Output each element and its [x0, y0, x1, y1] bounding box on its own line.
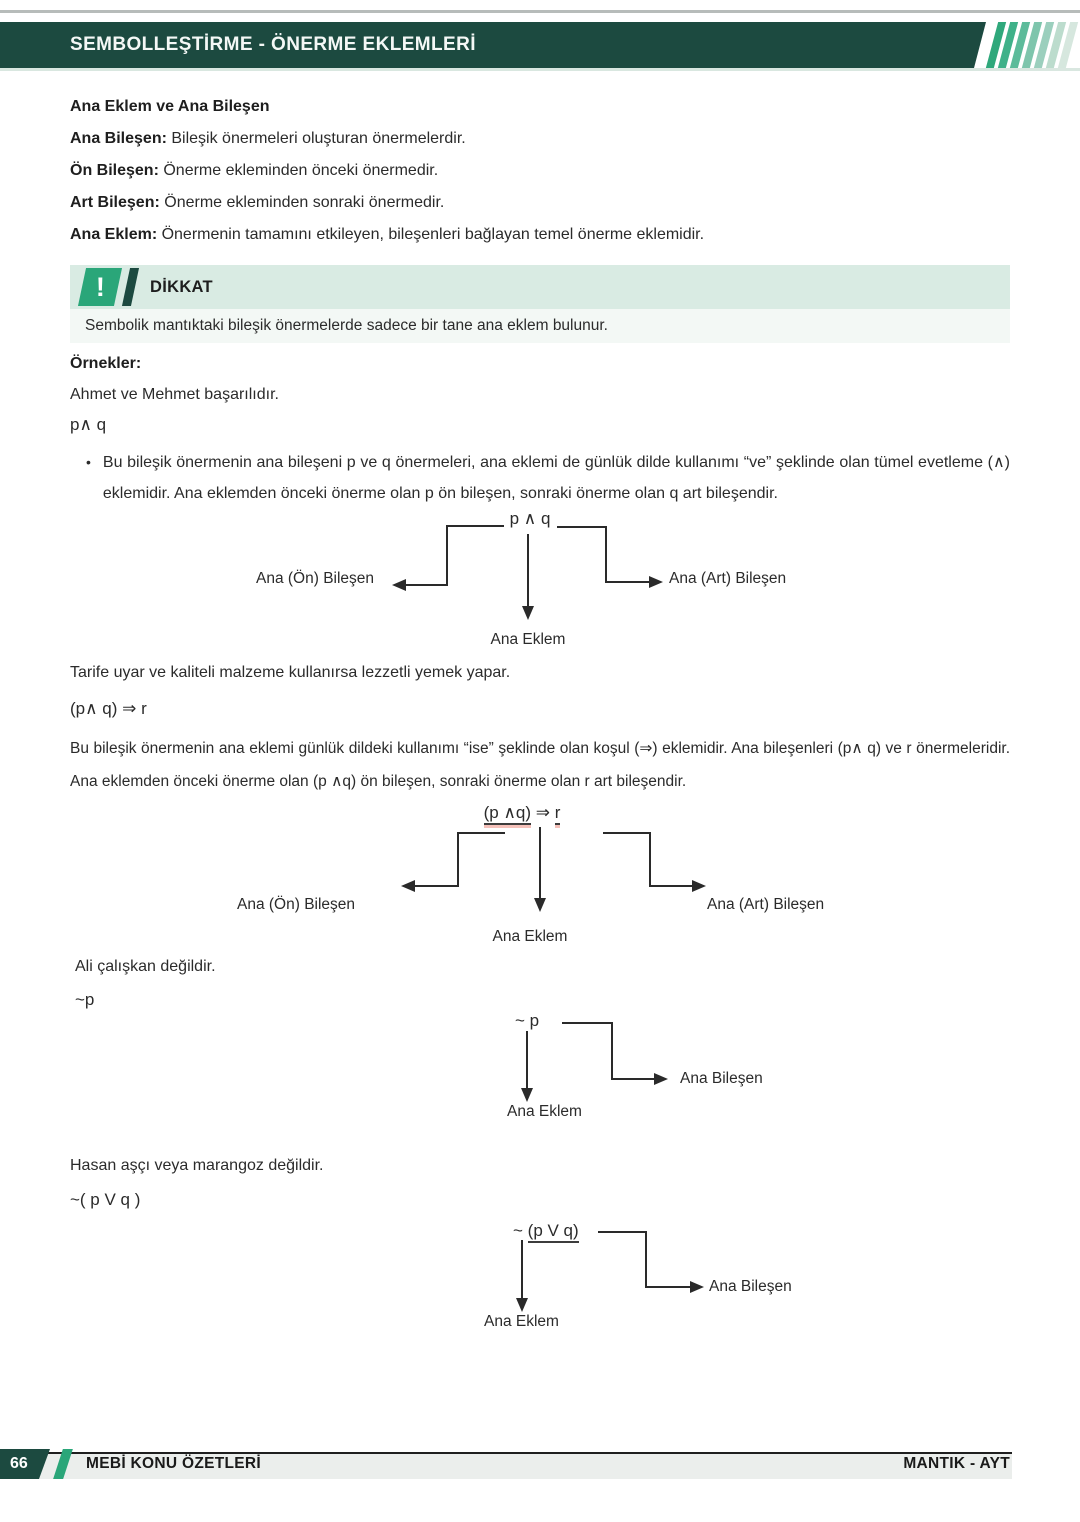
connector-line: [446, 525, 448, 585]
footer-band: [0, 1452, 1012, 1479]
definition-term: Ana Eklem:: [70, 226, 158, 243]
footer-series-title: MEBİ KONU ÖZETLERİ: [86, 1455, 262, 1472]
definition-term: Ön Bileşen:: [70, 162, 159, 179]
diagram1-left-label: Ana (Ön) Bileşen: [256, 570, 375, 587]
footer-subject: MANTIK - AYT: [903, 1455, 1010, 1472]
diagram4-formula: ~ (p V q): [513, 1221, 579, 1243]
connector-line: [605, 526, 607, 582]
example3-formula: ~p: [75, 990, 95, 1009]
arrowhead-right-icon: [654, 1073, 668, 1085]
attention-note-text: Sembolik mantıktaki bileşik önermelerde …: [85, 317, 608, 334]
arrowhead-down-icon: [516, 1298, 528, 1312]
bullet-marker: •: [86, 454, 91, 470]
connector-line: [557, 526, 607, 528]
page-number: 66: [10, 1455, 28, 1472]
header-stripes: [985, 22, 1079, 68]
definition-art-bilesen: Art Bileşen: Önerme ekleminden sonraki ö…: [70, 193, 1010, 213]
diagram1-right-label: Ana (Art) Bileşen: [669, 570, 787, 587]
arrowhead-right-icon: [690, 1281, 704, 1293]
connector-line: [457, 832, 505, 834]
top-rule: [0, 10, 1080, 13]
connector-line: [598, 1231, 647, 1233]
example3-sentence: Ali çalışkan değildir.: [75, 958, 216, 975]
diagram2-formula-antecedent: (p ∧q): [483, 803, 532, 825]
example2-formula: (p∧ q) ⇒ r: [70, 699, 147, 718]
example1-note-text: Bu bileşik önermenin ana bileşeni p ve q…: [102, 454, 1010, 502]
example2-note: Bu bileşik önermenin ana eklemi günlük d…: [70, 740, 1010, 790]
implies-symbol: ⇒: [531, 803, 555, 822]
arrowhead-right-icon: [692, 880, 706, 892]
arrowhead-left-icon: [401, 880, 415, 892]
connector-line: [611, 1078, 655, 1080]
connector-line: [457, 832, 459, 887]
diagram1-formula: p ∧ q: [509, 509, 551, 528]
section-heading: Ana Eklem ve Ana Bileşen: [70, 98, 270, 115]
diagram4-right-label: Ana Bileşen: [709, 1278, 792, 1295]
diagram2-left-label: Ana (Ön) Bileşen: [237, 896, 356, 913]
connector-line: [611, 1022, 613, 1080]
connector-line: [605, 581, 649, 583]
definition-text: Bileşik önermeleri oluşturan önermelerdi…: [166, 130, 466, 147]
example2-sentence: Tarife uyar ve kaliteli malzeme kullanır…: [70, 664, 511, 681]
connector-line: [527, 534, 529, 607]
example1-formula: p∧ q: [70, 415, 107, 434]
connector-line: [603, 832, 651, 834]
diagram1-bottom-label: Ana Eklem: [490, 631, 566, 648]
diagram-negated-disjunction: ~ (p V q) Ana Bileşen Ana Eklem: [0, 1215, 1080, 1340]
definition-text: Önermenin tamamını etkileyen, bileşenler…: [157, 226, 705, 243]
connector-line: [645, 1286, 691, 1288]
diagram2-right-label: Ana (Art) Bileşen: [707, 896, 825, 913]
diagram3-right-label: Ana Bileşen: [680, 1070, 763, 1087]
connector-line: [649, 885, 693, 887]
diagram2-bottom-label: Ana Eklem: [492, 928, 568, 945]
connector-line: [404, 584, 448, 586]
diagram4-bottom-label: Ana Eklem: [484, 1313, 559, 1330]
attention-box: ! DİKKAT Sembolik mantıktaki bileşik öne…: [70, 265, 1010, 343]
arrowhead-down-icon: [534, 898, 546, 912]
diagram3-formula: ~ p: [515, 1011, 540, 1030]
diagram-conditional: (p ∧q) ⇒ r Ana (Ön) Bileşen Ana (Art) Bi…: [0, 795, 1080, 955]
attention-box-header: ! DİKKAT: [70, 265, 1010, 309]
definition-term: Ana Bileşen:: [70, 130, 167, 147]
attention-note-band: Sembolik mantıktaki bileşik önermelerde …: [70, 309, 1010, 343]
connector-line: [649, 832, 651, 887]
definition-text: Önerme ekleminden sonraki önermedir.: [159, 194, 445, 211]
definition-text: Önerme ekleminden önceki önermedir.: [158, 162, 439, 179]
arrowhead-down-icon: [521, 1088, 533, 1102]
example1-note: • Bu bileşik önermenin ana bileşeni p ve…: [86, 447, 1010, 509]
attention-slash-decoration: [121, 268, 140, 306]
examples-heading: Örnekler:: [70, 355, 142, 372]
exclamation-icon: !: [77, 268, 123, 306]
diagram-conjunction: p ∧ q Ana (Ön) Bileşen Ana (Art) Bileşen…: [0, 500, 1080, 660]
chapter-header-bar: SEMBOLLEŞTİRME - ÖNERME EKLEMLERİ: [0, 22, 986, 68]
definition-term: Art Bileşen:: [70, 194, 160, 211]
diagram-negation: ~ p Ana Bileşen Ana Eklem: [0, 1005, 1080, 1130]
diagram3-bottom-label: Ana Eklem: [507, 1103, 582, 1120]
connector-line: [526, 1031, 528, 1090]
negation-symbol: ~: [513, 1221, 528, 1240]
connector-line: [645, 1231, 647, 1288]
connector-line: [562, 1022, 613, 1024]
connector-line: [413, 885, 457, 887]
connector-line: [539, 827, 541, 899]
arrowhead-down-icon: [522, 606, 534, 620]
page-title: SEMBOLLEŞTİRME - ÖNERME EKLEMLERİ: [70, 34, 476, 55]
diagram2-formula-consequent: r: [554, 803, 561, 825]
definition-ana-eklem: Ana Eklem: Önermenin tamamını etkileyen,…: [70, 225, 1010, 245]
arrowhead-left-icon: [392, 579, 406, 591]
arrowhead-right-icon: [649, 576, 663, 588]
example4-formula: ~( p V q ): [70, 1190, 141, 1209]
attention-title: DİKKAT: [150, 277, 213, 296]
connector-line: [448, 525, 504, 527]
diagram2-formula: (p ∧q) ⇒ r: [432, 803, 612, 825]
definition-ana-bilesen: Ana Bileşen: Bileşik önermeleri oluştura…: [70, 129, 1010, 149]
header-underline: [0, 68, 1080, 71]
example4-sentence: Hasan aşçı veya marangoz değildir.: [70, 1157, 324, 1174]
diagram4-formula-body: (p V q): [527, 1221, 579, 1243]
connector-line: [521, 1240, 523, 1300]
definition-on-bilesen: Ön Bileşen: Önerme ekleminden önceki öne…: [70, 161, 1010, 181]
example1-sentence: Ahmet ve Mehmet başarılıdır.: [70, 386, 279, 403]
